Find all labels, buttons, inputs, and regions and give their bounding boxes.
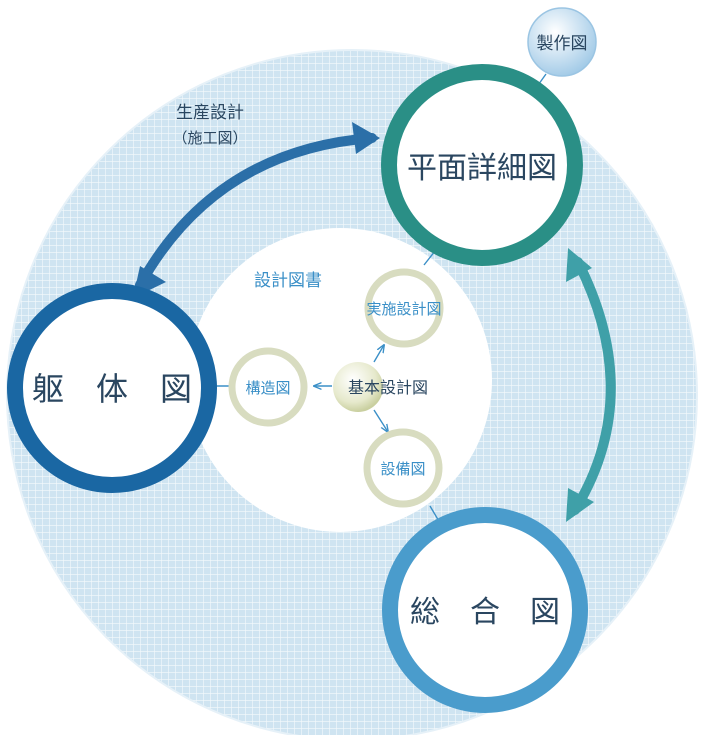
- node-setsubi-label: 設備図: [380, 460, 425, 478]
- arrow-kihon-jisshi: [373, 345, 384, 363]
- node-kutai: 躯 体 図: [7, 283, 217, 493]
- node-seisaku: 製作図: [527, 7, 597, 77]
- arrow-kihon-setsubi: [373, 409, 388, 432]
- seisan-label-line2: （施工図）: [172, 129, 247, 147]
- outer-ring-edge: [6, 49, 698, 735]
- node-heimen: 平面詳細図: [381, 64, 583, 266]
- node-kouzou: 構造図: [228, 347, 308, 427]
- node-kihon-label: 基本設計図: [348, 378, 428, 397]
- node-kouzou-label: 構造図: [245, 379, 290, 397]
- node-jisshi: 実施設計図: [364, 268, 444, 348]
- node-heimen-label: 平面詳細図: [407, 151, 557, 186]
- node-sougou: 総 合 図: [382, 507, 588, 713]
- node-kutai-label: 躯 体 図: [32, 370, 192, 408]
- node-sougou-label: 総 合 図: [410, 595, 560, 630]
- node-setsubi: 設備図: [363, 428, 443, 508]
- arrow-heimen-sougou: [566, 248, 616, 522]
- seisan-label-line1: 生産設計: [176, 103, 244, 123]
- node-seisaku-label: 製作図: [537, 34, 588, 54]
- node-jisshi-label: 実施設計図: [366, 300, 441, 318]
- sekkei-label: 設計図書: [254, 271, 322, 291]
- node-kihon: 基本設計図: [333, 362, 428, 412]
